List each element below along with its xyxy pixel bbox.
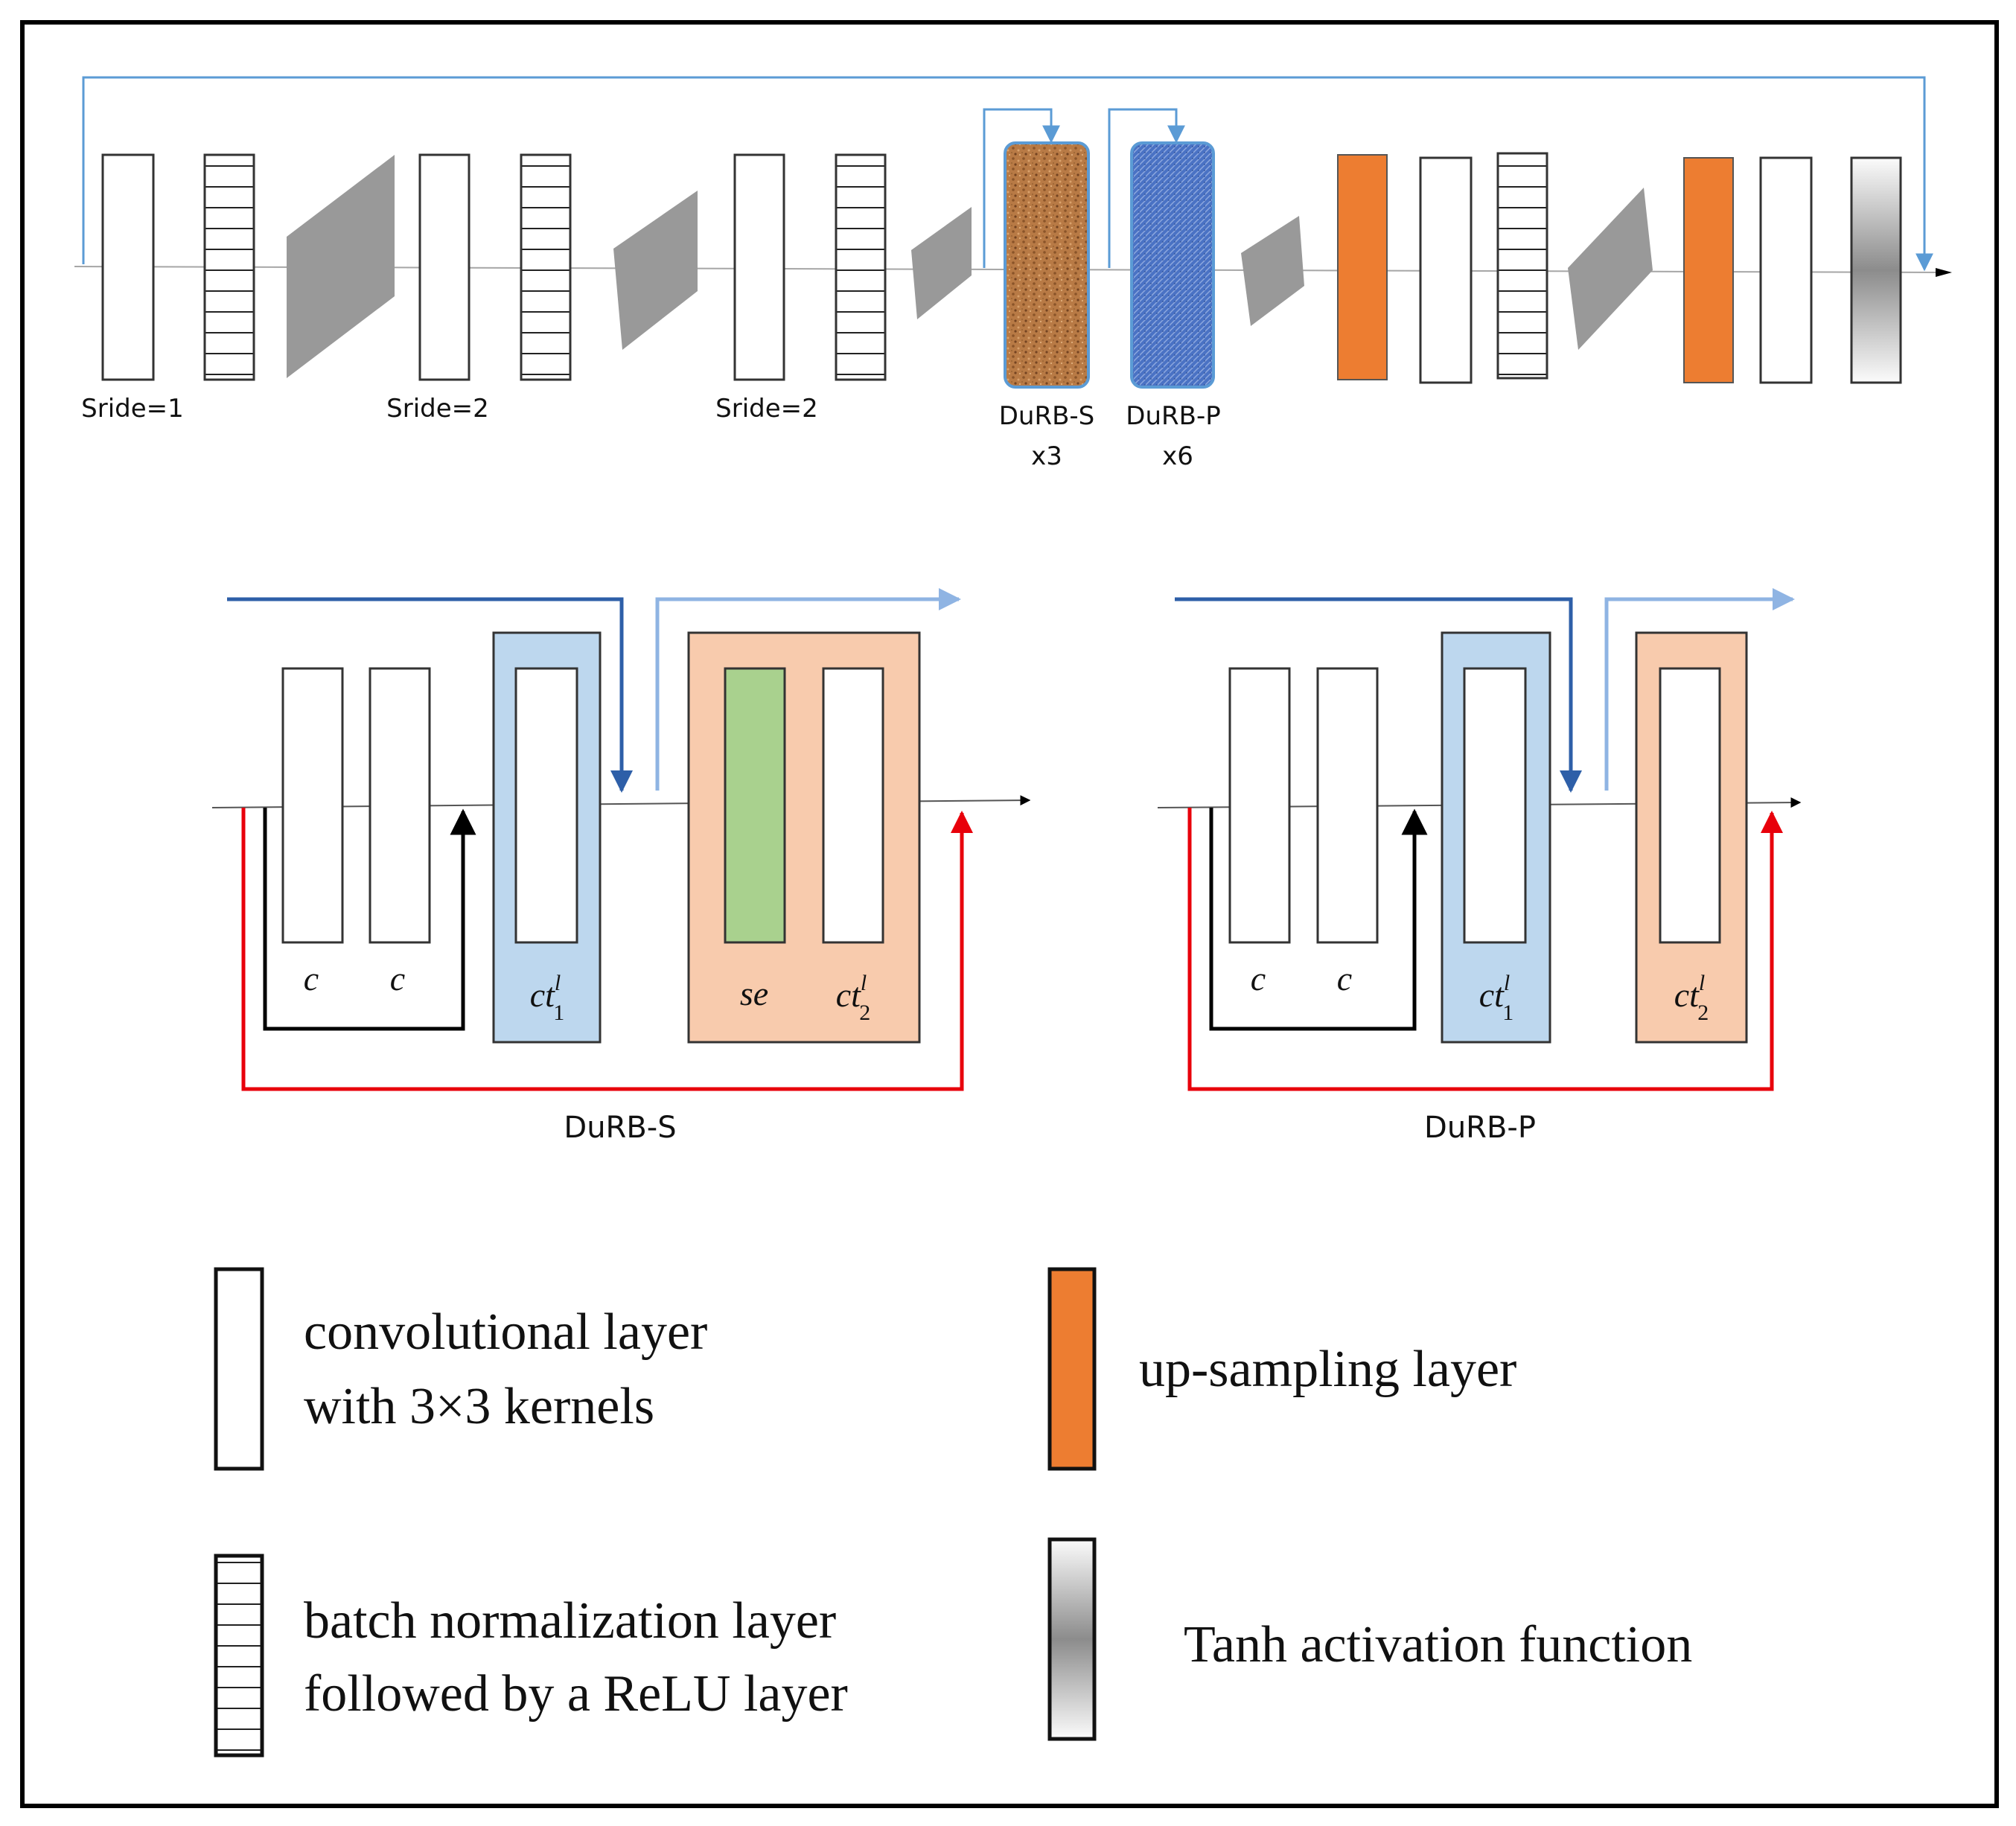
upsampling-layer (1683, 157, 1734, 383)
downsample-wedge (911, 207, 972, 319)
legend-conv-swatch (214, 1267, 264, 1471)
batch-norm-layer (1496, 152, 1548, 380)
conv-layer (281, 667, 344, 944)
durb-s-count: x3 (1031, 441, 1062, 471)
ct2-subscript: 2 (859, 1000, 870, 1025)
conv-layer (1228, 667, 1291, 944)
conv-label: c (390, 960, 405, 997)
legend: convolutional layer with 3×3 kernels bat… (214, 1267, 1692, 1758)
se-label: se (740, 974, 768, 1012)
durb-p-red-shortcut (1187, 808, 1783, 1091)
ct2-base: ct (1674, 976, 1700, 1014)
ct2-conv-layer (1659, 667, 1721, 944)
durb-s-light-blue-stream (655, 588, 961, 791)
tanh-layer (1850, 156, 1902, 384)
durb-p-loop-arrow (1108, 108, 1185, 268)
ct2-superscript: l (861, 971, 867, 995)
ct1-label: ctl 1 (1479, 971, 1514, 1025)
legend-conv-line2: with 3×3 kernels (304, 1378, 654, 1435)
conv-layer (369, 667, 431, 944)
ct2-panel (687, 631, 921, 1044)
network-arrowhead (1936, 268, 1952, 277)
ct2-conv-layer (822, 667, 884, 944)
ct1-base: ct (530, 976, 555, 1014)
ct2-superscript: l (1699, 971, 1705, 995)
upsampling-layer (1337, 154, 1388, 380)
durb-p-light-blue-stream (1604, 588, 1795, 791)
durb-p-black-shortcut (1209, 808, 1428, 1031)
ct2-label: ctl 2 (836, 971, 871, 1025)
durb-s-black-shortcut (263, 808, 476, 1031)
batch-norm-layer (203, 153, 255, 381)
network-skip-connection (82, 76, 1933, 272)
legend-bn-line2: followed by a ReLU layer (304, 1665, 848, 1723)
ct1-subscript: 1 (1502, 1000, 1513, 1025)
batch-norm-layer (835, 153, 887, 381)
legend-upsample-swatch (1047, 1267, 1097, 1471)
network-overview: Sride=1 Sride=2 Sride=2 DuRB-S x3 DuRB-P… (74, 76, 1952, 471)
durb-p-block (1130, 141, 1215, 389)
conv-layer (1419, 156, 1473, 384)
legend-bn-line1: batch normalization layer (304, 1592, 836, 1650)
legend-tanh-swatch (1047, 1537, 1097, 1741)
durb-p-caption: DuRB-P (1424, 1111, 1536, 1145)
se-block (724, 667, 786, 944)
durb-s-loop-arrow (983, 108, 1060, 268)
stride-label: Sride=1 (81, 394, 184, 424)
conv-layer (733, 153, 785, 381)
ct1-conv-layer (514, 667, 578, 944)
durb-p-dark-blue-stream (1175, 597, 1582, 793)
durb-p-count: x6 (1162, 441, 1193, 471)
upsample-wedge (1241, 216, 1304, 326)
conv-layer (1316, 667, 1379, 944)
stride-label: Sride=2 (715, 394, 818, 424)
upsample-wedge (1568, 188, 1653, 350)
durb-s-block (1004, 141, 1090, 389)
durb-s-red-shortcut (241, 808, 973, 1091)
batch-norm-layer (520, 153, 572, 381)
ct2-subscript: 2 (1697, 1000, 1709, 1025)
ct1-base: ct (1479, 976, 1505, 1014)
ct2-label: ctl 2 (1674, 971, 1709, 1025)
legend-conv-line1: convolutional layer (304, 1303, 707, 1361)
durb-s-label: DuRB-S (999, 401, 1095, 431)
conv-label: c (304, 960, 319, 997)
conv-layer (1759, 156, 1813, 384)
ct1-conv-layer (1463, 667, 1527, 944)
ct2-base: ct (836, 976, 861, 1014)
stride-label: Sride=2 (386, 394, 489, 424)
legend-tanh-label: Tanh activation function (1184, 1616, 1692, 1673)
durb-p-label: DuRB-P (1126, 401, 1220, 431)
durb-s-caption: DuRB-S (564, 1111, 676, 1145)
legend-upsample-label: up-sampling layer (1139, 1341, 1516, 1398)
ct1-subscript: 1 (553, 1000, 564, 1025)
legend-bn-swatch (214, 1554, 264, 1758)
ct1-superscript: l (555, 971, 561, 995)
conv-layer (418, 153, 470, 381)
conv-label: c (1251, 960, 1266, 997)
conv-layer (101, 153, 155, 381)
downsample-wedge (287, 155, 395, 378)
durb-s-dark-blue-stream (227, 597, 633, 793)
ct1-superscript: l (1504, 971, 1510, 995)
ct1-label: ctl 1 (530, 971, 565, 1025)
downsample-wedge (613, 191, 698, 350)
conv-label: c (1337, 960, 1352, 997)
